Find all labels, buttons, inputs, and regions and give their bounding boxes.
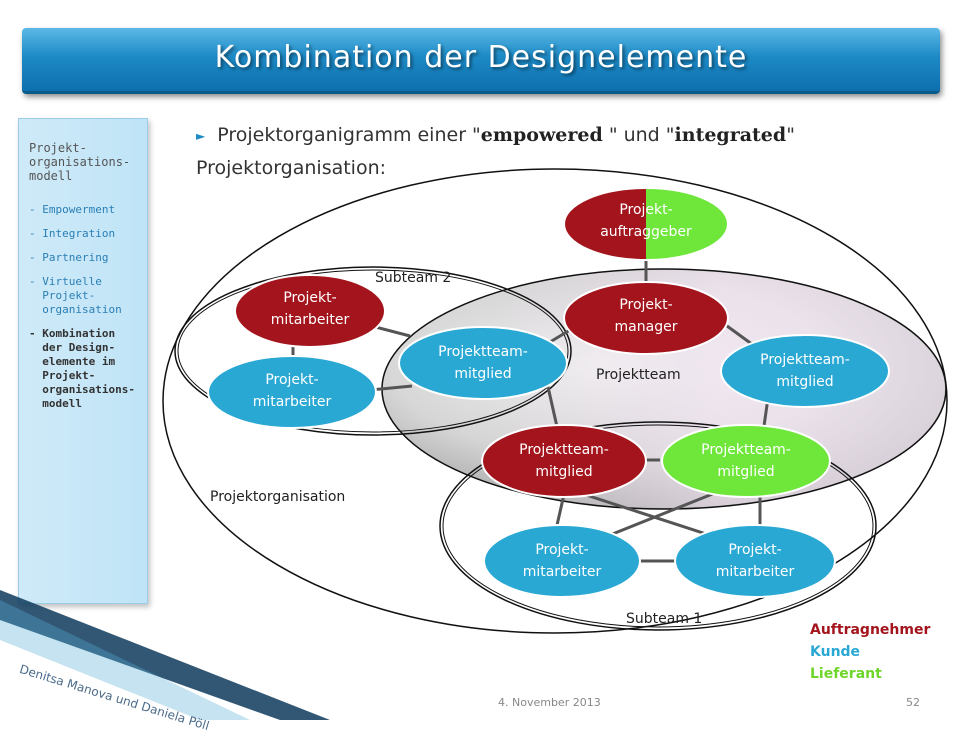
node-projektmanager: Projekt- manager xyxy=(563,281,729,355)
node-teammitglied-right: Projektteam- mitglied xyxy=(720,334,890,408)
subteam1-ellipse xyxy=(439,421,877,631)
node-mitarbeiter-b-l2: mitarbeiter xyxy=(253,394,332,410)
footer-date: 4. November 2013 xyxy=(498,696,601,709)
footer-wedge-light xyxy=(0,600,250,720)
node-team-green-l1: Projektteam- xyxy=(701,442,791,458)
node-mitarbeiter-c-l2: mitarbeiter xyxy=(523,564,602,580)
sidebar-item-empowerment[interactable]: - Empowerment xyxy=(29,203,116,216)
bullet-text-mid: " und " xyxy=(602,124,675,146)
label-projektorganisation: Projektorganisation xyxy=(210,489,345,505)
node-mitarbeiter-blue-bottom-right: Projekt- mitarbeiter xyxy=(674,524,836,598)
projektorganisation-ellipse xyxy=(162,168,948,634)
node-team-sub2-l1: Projektteam- xyxy=(438,344,528,360)
slide-title: Kombination der Designelemente xyxy=(214,40,748,75)
sidebar: Projekt- organisations- modell - Empower… xyxy=(18,118,148,604)
node-team-red-l2: mitglied xyxy=(535,464,592,480)
bullet-arrow-icon: ► xyxy=(196,128,206,143)
node-team-sub2-l2: mitglied xyxy=(454,366,511,382)
node-mitarbeiter-blue-left: Projekt- mitarbeiter xyxy=(207,355,377,429)
bullet-line: ► Projektorganigramm einer "empowered " u… xyxy=(196,124,795,146)
legend-kunde: Kunde xyxy=(810,644,861,660)
bullet-em-integrated: integrated xyxy=(674,124,787,146)
sidebar-item-kombination[interactable]: - Kombination der Design- elemente im Pr… xyxy=(29,327,135,410)
sidebar-heading[interactable]: Projekt- organisations- modell xyxy=(29,141,131,183)
bullet-line-2: Projektorganisation: xyxy=(196,157,387,179)
node-teammitglied-sub2: Projektteam- mitglied xyxy=(398,326,568,400)
node-mitarbeiter-red: Projekt- mitarbeiter xyxy=(234,274,386,348)
node-mitarbeiter-blue-bottom-left: Projekt- mitarbeiter xyxy=(483,524,641,598)
node-auftraggeber-l1: Projekt- xyxy=(619,202,672,218)
bullet-text-post: " xyxy=(786,124,795,146)
node-teammitglied-red: Projektteam- mitglied xyxy=(481,424,647,498)
bullet-text-pre: Projektorganigramm einer " xyxy=(217,124,481,146)
footer-wedge xyxy=(0,590,330,720)
node-manager-l2: manager xyxy=(615,319,678,335)
label-projektteam: Projektteam xyxy=(596,367,681,383)
node-mitarbeiter-d-l2: mitarbeiter xyxy=(716,564,795,580)
node-team-green-l2: mitglied xyxy=(717,464,774,480)
node-team-red-l1: Projektteam- xyxy=(519,442,609,458)
sidebar-item-partnering[interactable]: - Partnering xyxy=(29,251,109,264)
label-subteam1: Subteam 1 xyxy=(626,611,702,627)
bullet-em-empowered: empowered xyxy=(480,124,603,146)
label-subteam2: Subteam 2 xyxy=(375,270,451,286)
node-mitarbeiter-a-l1: Projekt- xyxy=(283,290,336,306)
node-mitarbeiter-d-l1: Projekt- xyxy=(728,542,781,558)
subteam1-ellipse-inner xyxy=(442,424,874,628)
sidebar-item-integration[interactable]: - Integration xyxy=(29,227,116,240)
node-mitarbeiter-c-l1: Projekt- xyxy=(535,542,588,558)
node-team-right-l1: Projektteam- xyxy=(760,352,850,368)
legend-lieferant: Lieferant xyxy=(810,666,882,682)
node-auftraggeber-l2: auftraggeber xyxy=(600,224,692,240)
node-mitarbeiter-b-l1: Projekt- xyxy=(265,372,318,388)
node-mitarbeiter-a-l2: mitarbeiter xyxy=(271,312,350,328)
legend-auftragnehmer: Auftragnehmer xyxy=(810,622,931,638)
node-team-right-l2: mitglied xyxy=(776,374,833,390)
title-bar: Kombination der Designelemente xyxy=(22,28,940,94)
node-auftraggeber: Projekt- auftraggeber xyxy=(563,187,729,261)
node-manager-l1: Projekt- xyxy=(619,297,672,313)
sidebar-item-virtuelle[interactable]: - Virtuelle Projekt- organisation xyxy=(29,275,122,316)
node-teammitglied-green: Projektteam- mitglied xyxy=(661,424,831,498)
footer-page-number: 52 xyxy=(906,696,920,709)
subteam2-ellipse xyxy=(174,266,572,436)
subteam2-ellipse-inner xyxy=(177,269,569,433)
